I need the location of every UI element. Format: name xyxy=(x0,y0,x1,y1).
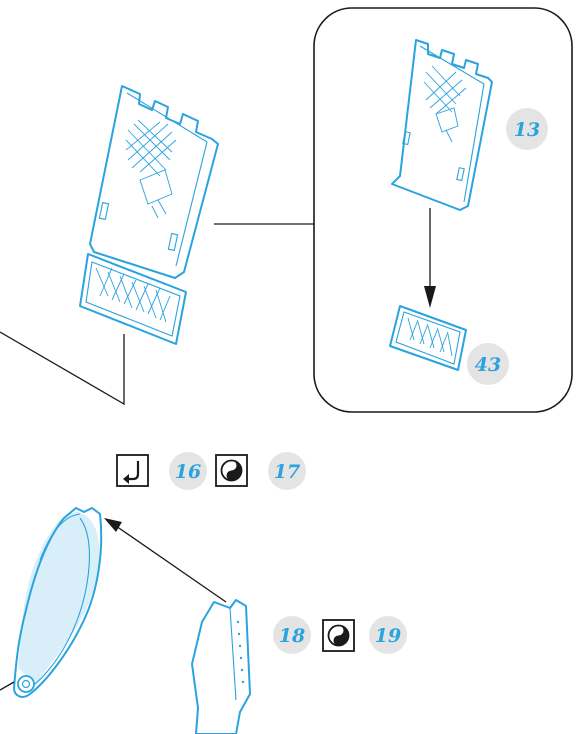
detail-callout-box xyxy=(313,7,573,413)
fold-step-icon xyxy=(116,454,149,487)
install-arrowhead xyxy=(104,518,122,532)
callout-badge-17: 17 xyxy=(268,452,306,490)
assembled-panel xyxy=(79,85,219,345)
callout-label-19: 19 xyxy=(375,625,401,647)
canopy-part xyxy=(13,507,103,698)
callout-label-13: 13 xyxy=(514,119,540,141)
callout-badge-19: 19 xyxy=(369,616,407,654)
callout-badge-16: 16 xyxy=(169,452,207,490)
callout-label-18: 18 xyxy=(279,625,305,647)
part-43-grille xyxy=(389,305,467,371)
callout-label-43: 43 xyxy=(475,354,501,376)
callout-badge-43: 43 xyxy=(467,343,509,385)
part-13-panel xyxy=(391,39,493,211)
callout-badge-18: 18 xyxy=(273,616,311,654)
callout-badge-13: 13 xyxy=(506,108,548,150)
callout-label-17: 17 xyxy=(274,461,300,483)
insert-part xyxy=(191,599,251,734)
insert-arrowhead xyxy=(424,286,436,308)
fold-arrow-icon xyxy=(127,461,140,481)
leader-line xyxy=(0,681,15,691)
leader-line xyxy=(0,331,125,406)
paint-step-icon xyxy=(215,454,248,487)
callout-label-16: 16 xyxy=(175,461,201,483)
install-arrow xyxy=(115,525,227,603)
two-tone-circle-icon xyxy=(327,624,350,647)
two-tone-circle-icon xyxy=(220,459,243,482)
paint-step-icon xyxy=(322,619,355,652)
